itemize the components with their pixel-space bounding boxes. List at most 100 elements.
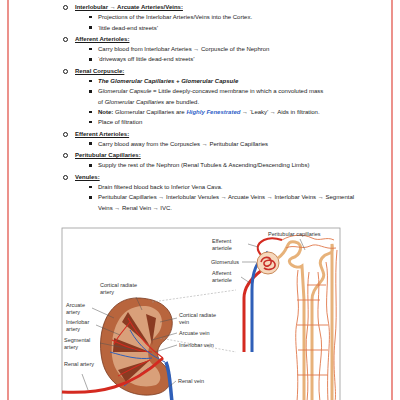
square-bullet [89,58,92,61]
row-text: Interlobular → Arcuate Arteries/Veins: [75,2,337,12]
bullet-row: Peritubular Capillaries → Interlobular V… [0,192,400,213]
bullet-row: Drain filtered blood back to Inferior Ve… [0,182,400,192]
page-border [7,0,8,400]
note-text: are bundled. [166,99,199,105]
row-text: ‘little dead-end streets’ [98,23,360,33]
heading-row: Interlobular → Arcuate Arteries/Veins: [0,2,400,12]
note-text: → ‘Leaky’ → Aids in filtration. [242,109,319,115]
bullet-row: ‘little dead-end streets’ [0,23,400,33]
figure-label: Afferent arteriole [212,270,242,283]
note-text: Glomerular Capillaries are [115,109,185,115]
section-heading: Renal Corpuscle: [75,68,124,74]
page-border [391,0,392,400]
figure-label: Arcuate artery [66,302,96,315]
square-bullet [89,90,92,93]
nephron-drawing [257,235,337,400]
circle-bullet [63,5,68,10]
bullet-row: Note:Glomerular Capillaries areHighly Fe… [0,107,400,117]
note-text: Carry blood away from the Corpuscles → P… [98,141,268,147]
figure-label: Efferent arteriole [212,238,246,251]
square-bullet [89,111,92,114]
figure-label: Segmental artery [64,337,100,350]
figure-label: Glomerulus [211,259,241,266]
note-text: Carry blood from Interlobar Arteries → C… [98,46,269,52]
heading-row: Efferent Arterioles: [0,129,400,139]
circle-bullet [63,175,68,180]
square-bullet [89,186,92,189]
zoom-line [152,290,236,302]
note-text: The Glomerular Capillaries + Glomerular … [98,78,238,84]
note-text: Place of filtration [98,119,142,125]
row-text: Afferent Arterioles: [75,34,337,44]
note-text: ‘driveways off little dead-end streets’ [98,56,195,62]
circle-bullet [63,153,68,158]
leader-lines [82,239,305,390]
note-text: Glomerular Capsule [98,88,151,94]
square-bullet [89,16,92,19]
notes-column: Interlobular → Arcuate Arteries/Veins: Pr… [0,1,400,213]
row-text: Note:Glomerular Capillaries areHighly Fe… [98,107,360,117]
square-bullet [89,196,92,199]
row-text: Carry blood from Interlobar Arteries → C… [98,44,360,54]
bullet-row: Glomerular Capsule= Little deeply-concav… [0,86,400,107]
circle-bullet [63,69,68,74]
figure-label: Interlobar vein [179,342,223,349]
note-text: Projections of the Interlobar Arteries/V… [98,14,252,20]
bullet-row: Carry blood from Interlobar Arteries → C… [0,44,400,54]
square-bullet [89,26,92,29]
heading-row: Renal Corpuscle: [0,66,400,76]
section-heading: Efferent Arterioles: [75,131,129,137]
zoom-line [160,338,236,352]
row-text: Renal Corpuscle: [75,66,337,76]
square-bullet [89,164,92,167]
row-text: Drain filtered blood back to Inferior Ve… [98,182,360,192]
figure-label: Cortical radiate vein [179,312,223,325]
note-text: Highly Fenestrated [186,109,240,115]
figure-frame [62,228,340,400]
row-text: The Glomerular Capillaries + Glomerular … [98,76,360,86]
section-heading: Peritubular Capillaries: [75,152,141,158]
figure-label: Peritubular capillaries [268,231,338,238]
row-text: Glomerular Capsule= Little deeply-concav… [98,86,360,107]
figure-label: Arcuate vein [179,330,223,337]
square-bullet [89,80,92,83]
note-text: ‘little dead-end streets’ [98,25,158,31]
row-text: Peritubular Capillaries → Interlobular V… [98,192,360,213]
row-text: Efferent Arterioles: [75,129,337,139]
row-text: Peritubular Capillaries: [75,150,337,160]
row-text: Supply the rest of the Nephron (Renal Tu… [98,160,360,170]
vessel-drawing [244,238,282,352]
note-text: Glomerular Capillaries [105,99,164,105]
bullet-row: Projections of the Interlobar Arteries/V… [0,12,400,22]
kidney-drawing [62,298,172,400]
figure-label: Cortical radiate artery [100,282,150,295]
bullet-row: Carry blood away from the Corpuscles → P… [0,139,400,149]
square-bullet [89,48,92,51]
figure-label: Renal artery [64,361,94,368]
note-text: Drain filtered blood back to Inferior Ve… [98,184,222,190]
figure-label: Interlobar artery [66,319,98,332]
section-heading: Interlobular → Arcuate Arteries/Veins: [75,4,183,10]
row-text: Projections of the Interlobar Arteries/V… [98,12,360,22]
row-text: ‘driveways off little dead-end streets’ [98,54,360,64]
square-bullet [89,121,92,124]
heading-row: Venules: [0,172,400,182]
row-text: Venules: [75,172,337,182]
heading-row: Peritubular Capillaries: [0,150,400,160]
section-heading: Afferent Arterioles: [75,36,129,42]
bullet-row: ‘driveways off little dead-end streets’ [0,54,400,64]
square-bullet [89,142,92,145]
bullet-row: The Glomerular Capillaries + Glomerular … [0,76,400,86]
figure-label: Renal vein [178,378,218,385]
section-heading: Venules: [75,174,100,180]
note-text: Supply the rest of the Nephron (Renal Tu… [98,162,309,168]
bullet-row: Supply the rest of the Nephron (Renal Tu… [0,160,400,170]
row-text: Carry blood away from the Corpuscles → P… [98,139,360,149]
heading-row: Afferent Arterioles: [0,34,400,44]
note-text: Note: [98,109,113,115]
note-text: Peritubular Capillaries → Interlobular V… [98,194,354,210]
bullet-row: Place of filtration [0,117,400,127]
circle-bullet [63,132,68,137]
circle-bullet [63,37,68,42]
